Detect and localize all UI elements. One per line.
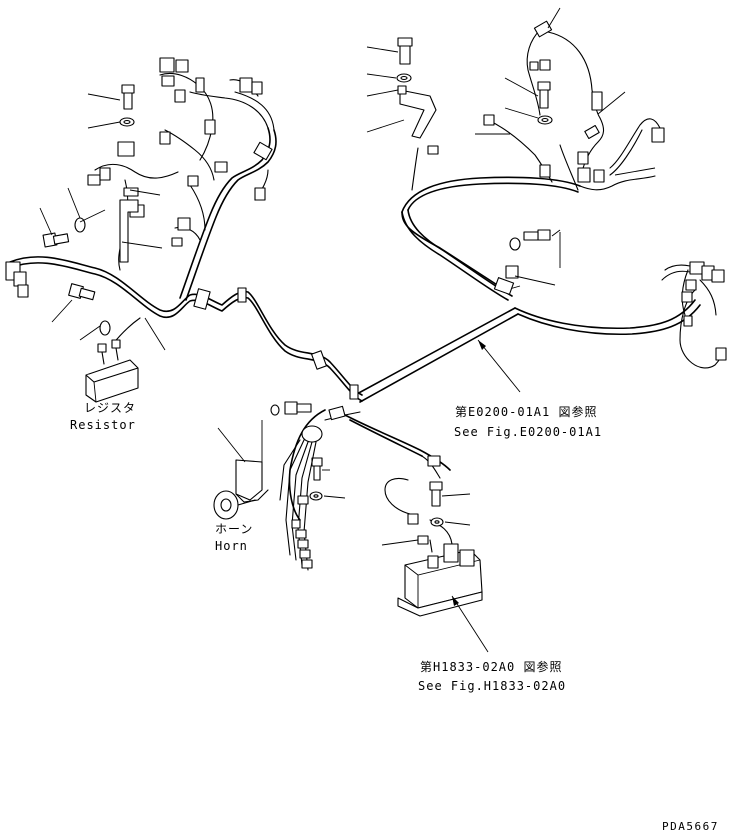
upper-left-fasteners [42, 84, 139, 336]
harness-bundle [279, 384, 361, 571]
drawing-number: PDA5667 [662, 820, 719, 832]
ref-h1833-jp: 第H1833-02A0 図参照 [420, 659, 562, 674]
horn [213, 459, 269, 520]
horn-label-jp: ホーン [215, 522, 253, 536]
upper-right-harness [396, 20, 665, 295]
resistor [85, 339, 139, 403]
ref-h1833-en: See Fig.H1833-02A0 [418, 679, 566, 693]
upper-left-connectors [5, 57, 266, 298]
resistor-label-jp: レジスタ [84, 401, 136, 415]
right-connector-cluster [661, 261, 727, 369]
relay-box [397, 519, 483, 617]
leader-lines [39, 7, 656, 653]
ref-e0200-jp: 第E0200-01A1 図参照 [455, 404, 597, 419]
resistor-label-en: Resistor [70, 418, 136, 432]
horn-label-en: Horn [215, 539, 248, 553]
lower-right-fasteners [384, 454, 444, 527]
horn-area-fasteners [270, 401, 323, 501]
upper-left-harness [94, 72, 327, 370]
ref-e0200-en: See Fig.E0200-01A1 [454, 425, 602, 439]
